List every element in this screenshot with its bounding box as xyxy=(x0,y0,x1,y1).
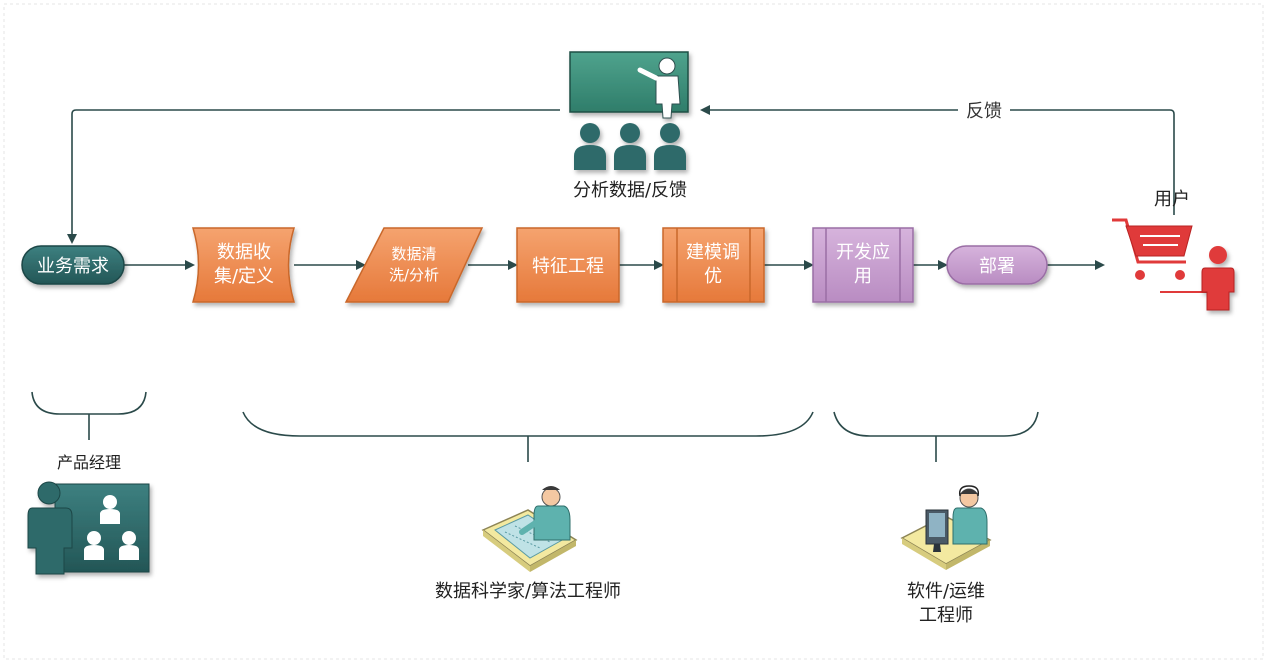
node-modeling-line1: 建模调 xyxy=(686,242,740,263)
node-cleaning-line1: 数据清 xyxy=(391,245,436,263)
feedback-connector-right xyxy=(1010,109,1175,215)
node-app-development xyxy=(812,227,914,303)
user-icon xyxy=(1201,246,1235,311)
ops-engineer-icon xyxy=(900,485,992,570)
feedback-label: 反馈 xyxy=(966,101,1002,122)
presenter-icon xyxy=(569,51,689,170)
pm-brace xyxy=(31,391,147,440)
node-data-cleaning xyxy=(344,227,484,303)
node-collection-line2: 集/定义 xyxy=(214,266,274,287)
shopping-cart-icon xyxy=(1112,218,1210,293)
diagram-border xyxy=(3,3,1264,660)
node-dev-line2: 用 xyxy=(854,266,872,287)
ds-brace xyxy=(242,411,814,462)
ds-label: 数据科学家/算法工程师 xyxy=(435,581,621,602)
node-feature-engineering xyxy=(516,227,620,303)
pm-label: 产品经理 xyxy=(57,453,121,472)
data-scientist-icon xyxy=(481,486,578,572)
node-cleaning-line2: 洗/分析 xyxy=(389,266,439,284)
feedback-connector-left xyxy=(67,109,560,244)
node-modeling xyxy=(662,227,765,303)
node-business-requirement xyxy=(21,245,125,285)
node-data-collection xyxy=(191,227,296,303)
node-collection-line1: 数据收 xyxy=(217,242,271,263)
ops-label-line2: 工程师 xyxy=(919,605,973,626)
ops-brace xyxy=(833,411,1039,462)
node-modeling-line2: 优 xyxy=(704,266,722,287)
analysis-feedback-label: 分析数据/反馈 xyxy=(573,180,687,201)
node-feature-label: 特征工程 xyxy=(532,256,604,277)
product-manager-icon xyxy=(27,481,150,575)
node-deploy xyxy=(946,245,1048,285)
node-deploy-label: 部署 xyxy=(979,256,1015,277)
node-dev-line1: 开发应 xyxy=(836,242,890,263)
ops-label-line1: 软件/运维 xyxy=(907,581,985,602)
node-business-label: 业务需求 xyxy=(37,256,109,277)
user-label: 用户 xyxy=(1154,189,1190,210)
